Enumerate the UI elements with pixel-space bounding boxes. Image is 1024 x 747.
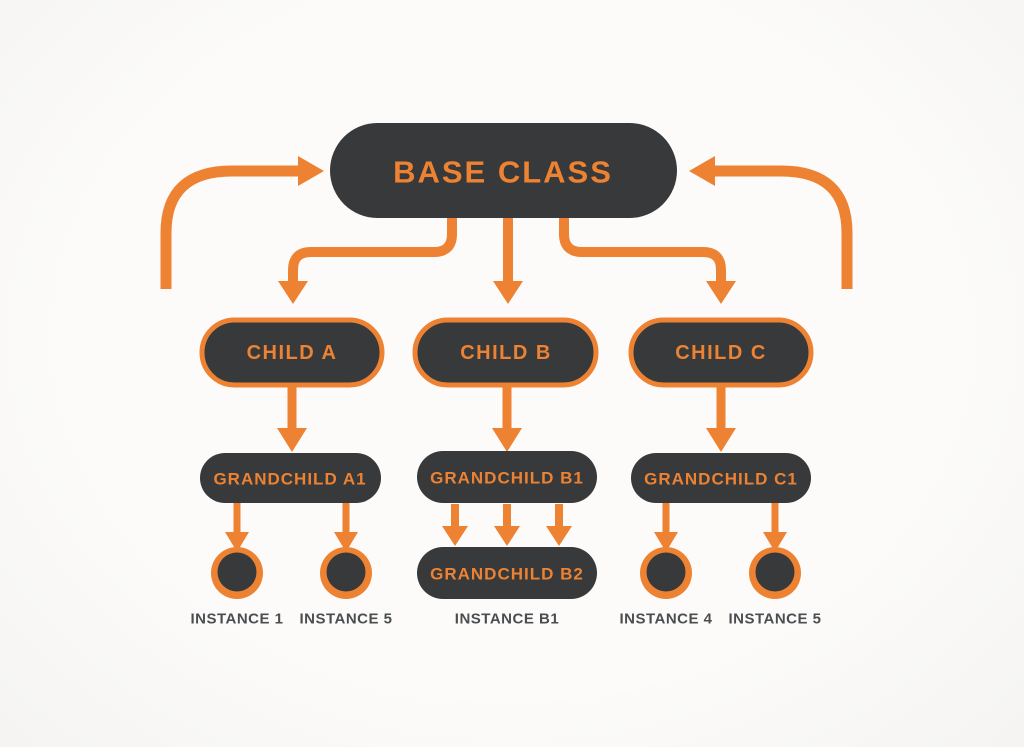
node-grandchild-b2: GRANDCHILD B2 bbox=[417, 547, 597, 599]
arrowhead-child-a bbox=[277, 428, 307, 452]
node-grandchild-b1: GRANDCHILD B1 bbox=[417, 451, 597, 503]
instance-4-label: INSTANCE 4 bbox=[619, 611, 712, 628]
arrowhead-base-to-child-c bbox=[706, 281, 736, 304]
arrow-base-to-child-c bbox=[559, 214, 726, 283]
instance-1-label: INSTANCE 1 bbox=[190, 611, 283, 628]
grandchild-b2-shape bbox=[417, 547, 597, 599]
arrowhead-base-to-child-a bbox=[278, 281, 308, 304]
instance-5-right-core bbox=[755, 552, 795, 592]
child-a-shape bbox=[199, 317, 385, 388]
arrow-external-right-to-base bbox=[714, 165, 853, 289]
instance-1-core bbox=[217, 552, 257, 592]
node-child-b: CHILD B bbox=[412, 317, 599, 388]
arrowhead-external-right bbox=[689, 156, 715, 186]
arrow-base-to-child-a bbox=[288, 214, 457, 283]
arrowhead-child-b bbox=[492, 428, 522, 452]
grandchild-b2-label: GRANDCHILD B2 bbox=[430, 565, 584, 584]
grandchild-b1-shape bbox=[417, 451, 597, 503]
instance-circle-3 bbox=[640, 547, 692, 599]
instance-5-right-label: INSTANCE 5 bbox=[728, 611, 821, 628]
arrowhead-c1-left bbox=[654, 532, 678, 552]
child-b-label: CHILD B bbox=[460, 342, 552, 364]
arrowhead-c1-right bbox=[763, 532, 787, 552]
diagram-arrows bbox=[160, 156, 853, 552]
instance-5-left-label: INSTANCE 5 bbox=[299, 611, 392, 628]
node-grandchild-c1: GRANDCHILD C1 bbox=[631, 453, 811, 503]
base-class-label: BASE CLASS bbox=[393, 155, 613, 190]
child-b-shape bbox=[412, 317, 599, 388]
child-c-label: CHILD C bbox=[675, 342, 767, 364]
instance-circle-1 bbox=[211, 547, 263, 599]
arrowhead-a1-right bbox=[334, 532, 358, 552]
arrowhead-external-left bbox=[298, 156, 324, 186]
child-a-label: CHILD A bbox=[247, 342, 338, 364]
instance-b1-label: INSTANCE B1 bbox=[455, 611, 559, 628]
node-child-a: CHILD A bbox=[199, 317, 385, 388]
arrowhead-a1-left bbox=[225, 532, 249, 552]
node-grandchild-a1: GRANDCHILD A1 bbox=[200, 453, 381, 503]
grandchild-a1-label: GRANDCHILD A1 bbox=[213, 470, 366, 489]
instance-5-left-core bbox=[326, 552, 366, 592]
grandchild-c1-label: GRANDCHILD C1 bbox=[644, 470, 798, 489]
node-base-class: BASE CLASS bbox=[330, 123, 677, 218]
arrowhead-base-to-child-b bbox=[493, 281, 523, 304]
instance-4-core bbox=[646, 552, 686, 592]
instance-circle-4 bbox=[749, 547, 801, 599]
node-child-c: CHILD C bbox=[628, 317, 814, 388]
grandchild-a1-shape bbox=[200, 453, 381, 503]
arrowhead-b1-right bbox=[546, 526, 572, 546]
instance-circle-2 bbox=[320, 547, 372, 599]
grandchild-b1-label: GRANDCHILD B1 bbox=[430, 469, 584, 488]
arrowhead-b1-mid bbox=[494, 526, 520, 546]
child-c-shape bbox=[628, 317, 814, 388]
arrowhead-b1-left bbox=[442, 526, 468, 546]
grandchild-c1-shape bbox=[631, 453, 811, 503]
arrowhead-child-c bbox=[706, 428, 736, 452]
base-class-shape bbox=[330, 123, 677, 218]
arrow-external-left-to-base bbox=[160, 165, 299, 289]
